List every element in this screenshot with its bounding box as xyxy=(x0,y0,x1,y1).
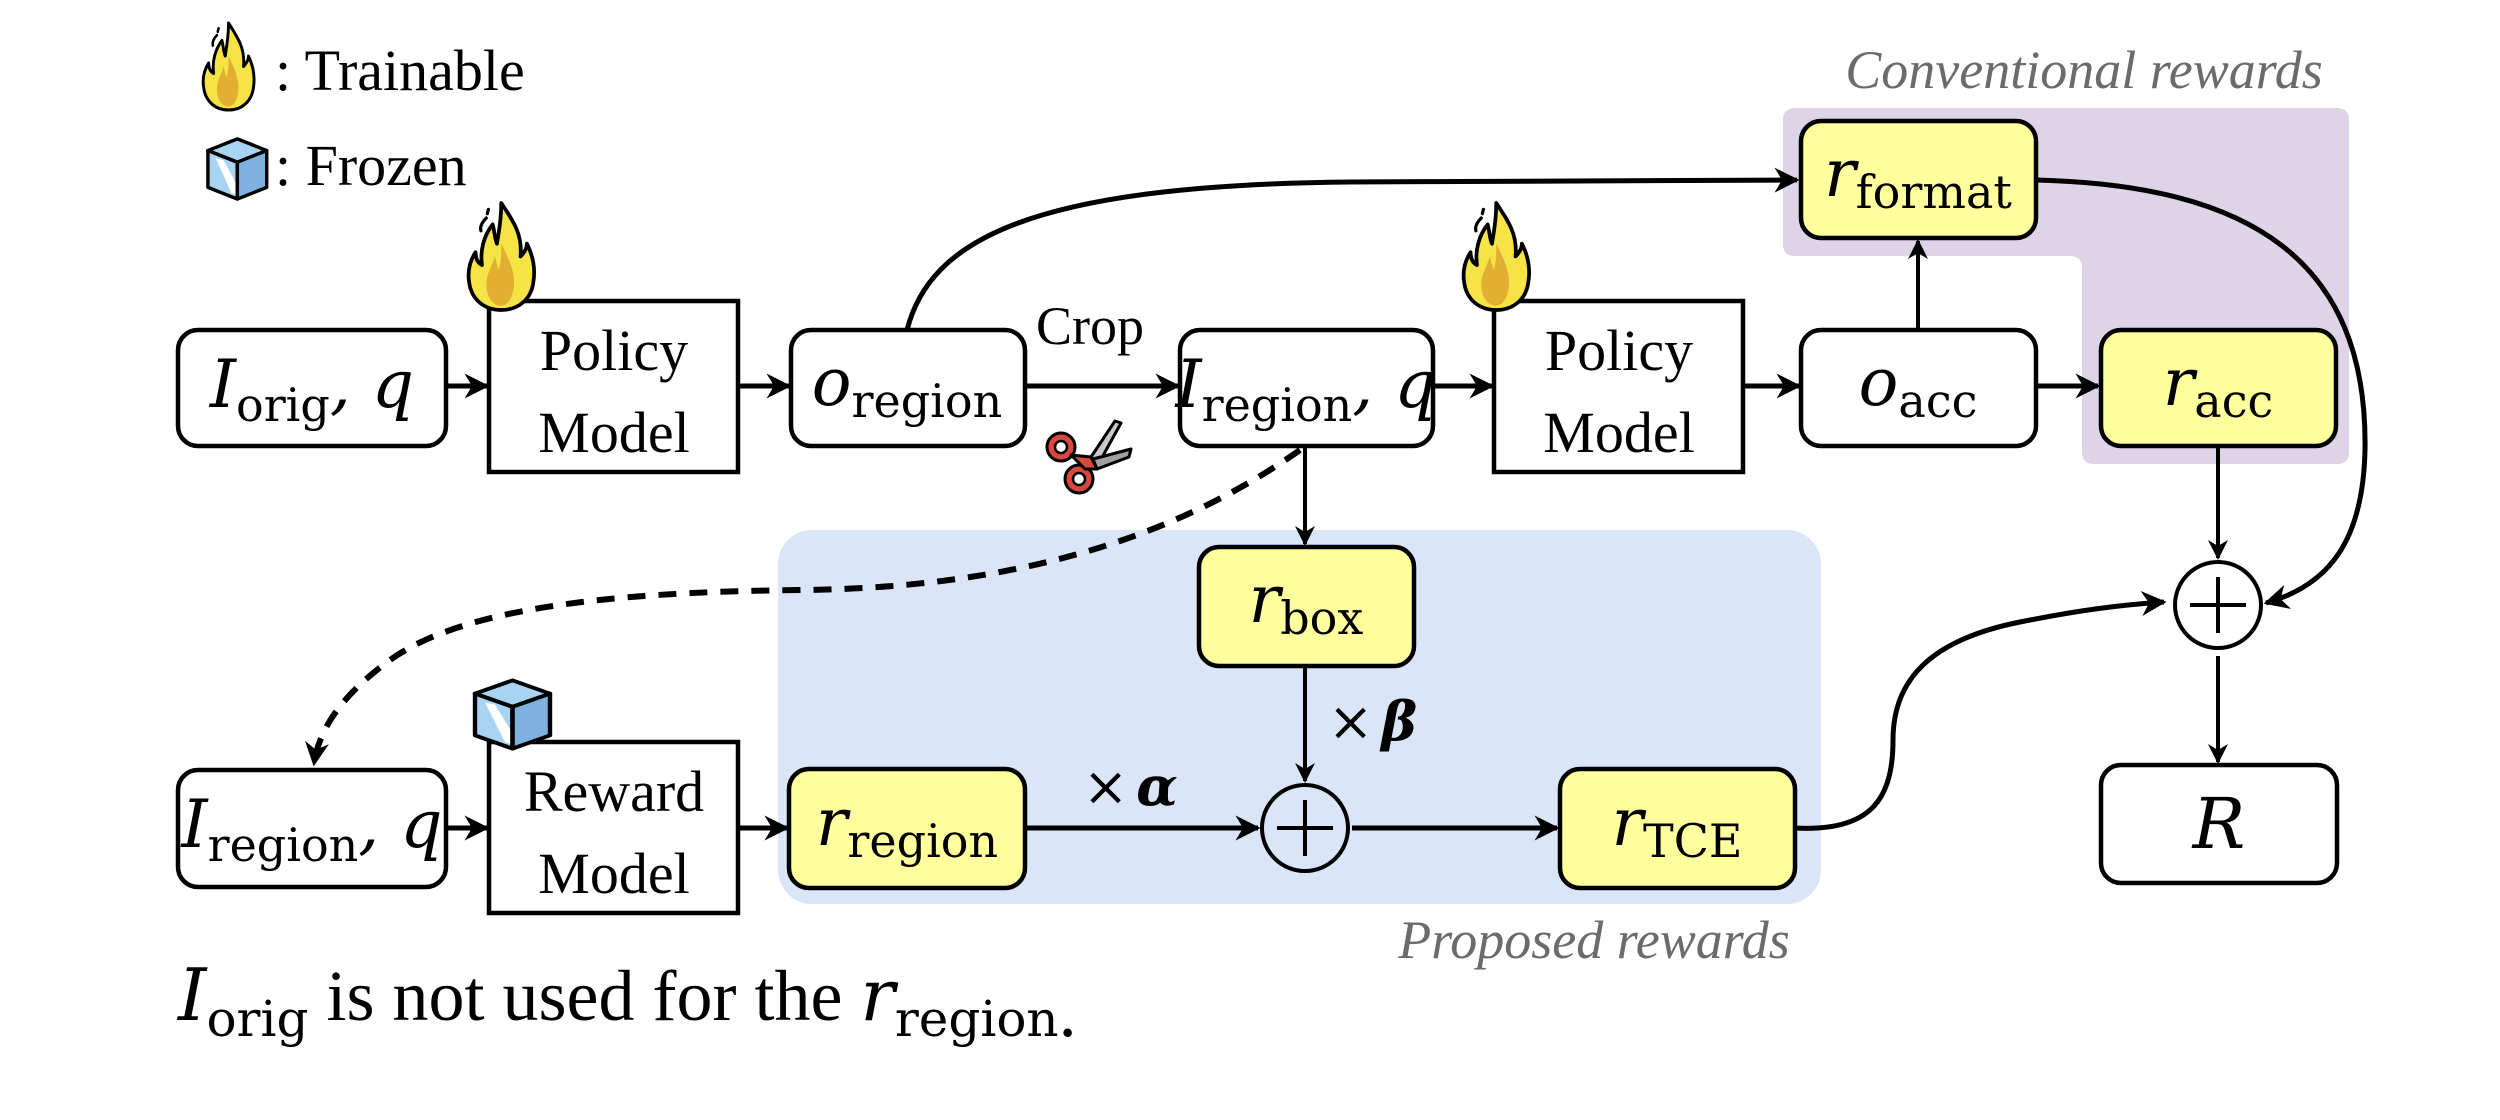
times-sign: × xyxy=(1328,690,1373,753)
svg-text:Iorig, q: Iorig, q xyxy=(209,346,414,432)
svg-text:Policy: Policy xyxy=(540,318,688,383)
caption: Iorig is not used for the rregion. xyxy=(176,953,1077,1052)
svg-text:oacc: oacc xyxy=(1859,344,1978,428)
caption-text: is xyxy=(308,956,392,1036)
svg-text:Model: Model xyxy=(1543,400,1694,465)
edge-rtce-to-sum xyxy=(1794,591,2167,831)
beta-label: ×β xyxy=(1328,689,1417,753)
caption-sub: orig xyxy=(206,990,308,1048)
alpha-symbol: α xyxy=(1136,754,1178,818)
node-sum-outer xyxy=(2173,560,2263,650)
node-input-region: Iregion, q xyxy=(1175,327,1437,449)
svg-text:rformat: rformat xyxy=(1824,135,2012,219)
conventional-rewards-label: Conventional rewards xyxy=(1845,40,2322,100)
caption-i: I xyxy=(176,953,208,1037)
edge-oregion-to-rformat xyxy=(904,167,1800,331)
caption-r: r xyxy=(860,953,898,1037)
flame-icon xyxy=(1461,201,1532,312)
svg-text:Reward: Reward xyxy=(524,759,704,824)
svg-text:Model: Model xyxy=(538,400,689,465)
svg-text:Policy: Policy xyxy=(1545,318,1693,383)
legend: : Trainable : Frozen xyxy=(201,21,525,201)
svg-text:Model: Model xyxy=(538,841,689,906)
node-sum-inner xyxy=(1260,783,1350,873)
node-policy-model-2: Policy Model xyxy=(1461,201,1746,475)
node-input-region-2: Iregion, q xyxy=(175,767,449,890)
scissors-icon xyxy=(1045,419,1133,495)
proposed-rewards-label: Proposed rewards xyxy=(1397,910,1790,970)
node-R: R xyxy=(2098,762,2340,886)
caption-text: used for the xyxy=(485,956,861,1036)
edge-dashed-region-copy xyxy=(305,447,1302,767)
edge-rformat-to-sum xyxy=(2035,177,2368,609)
svg-text:Iregion, q: Iregion, q xyxy=(1175,346,1437,432)
node-r-format: rformat xyxy=(1798,118,2039,241)
caption-r-sub: region xyxy=(895,990,1059,1048)
svg-text:Iregion, q: Iregion, q xyxy=(181,786,443,872)
alpha-label: ×α xyxy=(1083,754,1178,818)
flame-icon xyxy=(466,201,537,312)
svg-text:oregion: oregion xyxy=(812,344,1002,428)
times-sign: × xyxy=(1083,755,1128,818)
node-policy-model-1: Policy Model xyxy=(466,201,741,475)
node-reward-model: Reward Model xyxy=(475,680,741,916)
ice-cube-icon xyxy=(206,137,269,201)
ice-cube-icon xyxy=(475,680,550,748)
svg-text:rregion: rregion xyxy=(816,784,998,868)
caption-period: . xyxy=(1059,972,1077,1052)
legend-trainable-label: : Trainable xyxy=(275,38,525,103)
node-r-tce: rTCE xyxy=(1557,766,1798,891)
svg-text:rbox: rbox xyxy=(1249,561,1364,645)
caption-emphasis: not xyxy=(393,956,485,1036)
svg-text:rTCE: rTCE xyxy=(1611,784,1742,868)
legend-frozen-label: : Frozen xyxy=(275,133,467,198)
node-o-region: oregion xyxy=(788,327,1028,449)
crop-label: Crop xyxy=(1036,296,1144,356)
node-r-region: rregion xyxy=(786,766,1028,891)
node-r-acc: racc xyxy=(2098,327,2339,449)
node-r-box: rbox xyxy=(1196,544,1417,669)
node-input-orig: Iorig, q xyxy=(175,327,449,449)
flame-icon xyxy=(201,21,256,112)
node-o-acc: oacc xyxy=(1798,327,2039,449)
beta-symbol: β xyxy=(1379,689,1417,753)
svg-text:racc: racc xyxy=(2163,344,2274,428)
svg-text:R: R xyxy=(2191,783,2246,865)
